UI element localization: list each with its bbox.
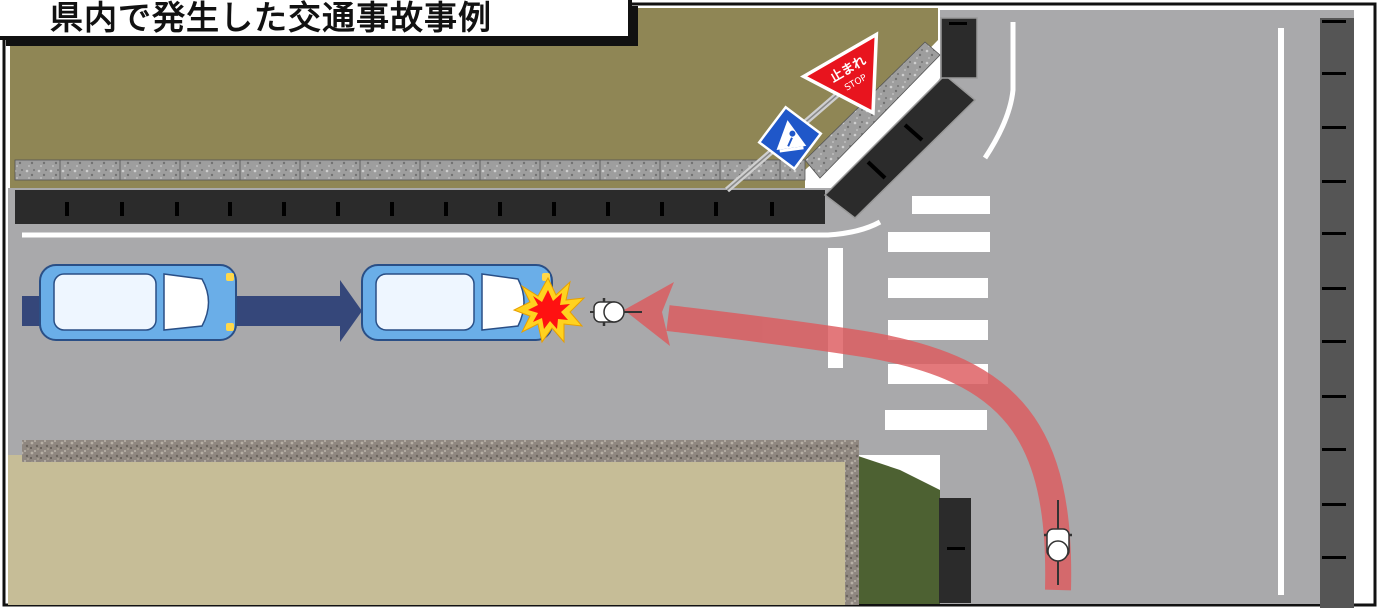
stop-sign-icon: 止まれ STOP bbox=[799, 31, 879, 116]
diagonal-curb-marks bbox=[866, 123, 924, 180]
right-curb-marks bbox=[1322, 20, 1346, 559]
bicycle-icon bbox=[590, 298, 642, 326]
crosswalk bbox=[885, 196, 990, 430]
page-title: 県内で発生した交通事故事例 bbox=[50, 0, 492, 37]
upper-curb bbox=[15, 190, 825, 224]
right-lane-line bbox=[1278, 28, 1284, 595]
edge-line-upper bbox=[22, 219, 882, 238]
title-box: 県内で発生した交通事故事例 bbox=[0, 0, 632, 40]
lower-gravel-corner bbox=[845, 440, 859, 605]
collision-icon bbox=[512, 276, 586, 344]
grass-block bbox=[855, 455, 940, 604]
vertical-curb-bottom bbox=[939, 498, 971, 603]
car-icon bbox=[361, 264, 553, 341]
edge-line-side-road bbox=[982, 22, 1016, 160]
upper-curb-marks bbox=[65, 202, 774, 216]
lower-gravel-strip bbox=[22, 440, 857, 462]
vertical-curb-top bbox=[940, 17, 978, 79]
upper-field bbox=[10, 8, 938, 188]
stone-wall-strip bbox=[14, 159, 806, 181]
right-curb bbox=[1320, 18, 1354, 608]
car-icon bbox=[39, 264, 237, 341]
bicycle-icon bbox=[1044, 500, 1072, 585]
stone-wall-joints bbox=[59, 160, 781, 180]
diagonal-curb bbox=[823, 73, 977, 219]
pedestrian-crossing-sign-icon bbox=[757, 105, 823, 171]
lower-field bbox=[8, 455, 858, 605]
bicycle-path-arrow bbox=[624, 282, 1072, 591]
